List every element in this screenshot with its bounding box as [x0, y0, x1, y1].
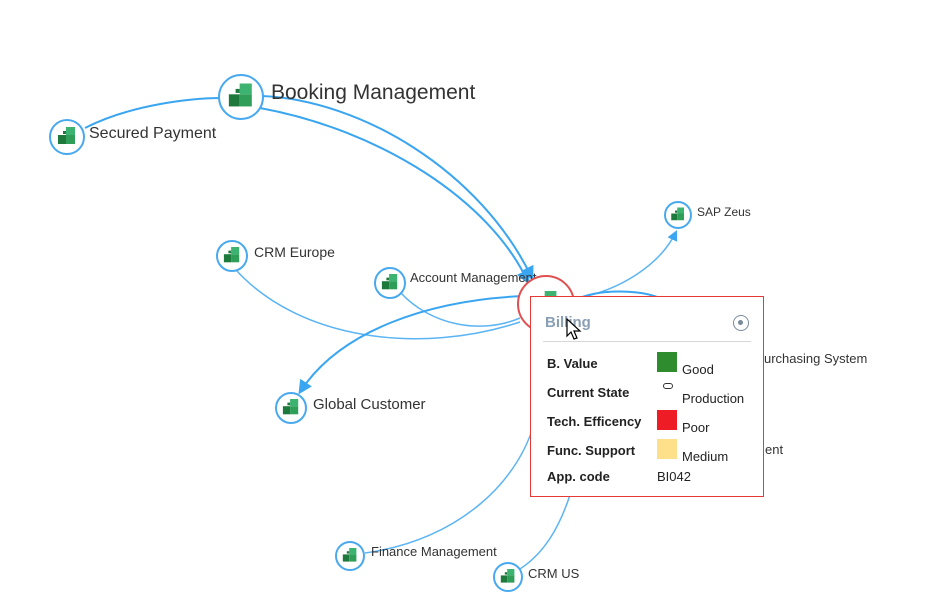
- node-label: Global Customer: [313, 396, 426, 413]
- edge-finance-billing[interactable]: [364, 419, 536, 554]
- field-label: Current State: [547, 385, 630, 400]
- puzzle-icon: [58, 127, 75, 144]
- edge-account-billing[interactable]: [399, 291, 521, 327]
- edge-booking-billing-2[interactable]: [259, 107, 530, 285]
- field-label: Tech. Efficency: [547, 414, 642, 429]
- mouse-cursor-icon: [566, 318, 582, 340]
- node-label: Secured Payment: [89, 125, 217, 142]
- puzzle-icon: [228, 83, 252, 107]
- puzzle-icon: [223, 247, 240, 263]
- node-global-customer[interactable]: Global Customer: [275, 392, 426, 424]
- node-label: Booking Management: [271, 81, 475, 104]
- node-label: Finance Management: [371, 544, 497, 559]
- field-func-support: Func. Support Medium: [547, 439, 757, 464]
- node-label-purchasing-system: urchasing System: [764, 351, 867, 366]
- puzzle-icon: [500, 569, 515, 583]
- state-pill-icon: [663, 383, 673, 389]
- puzzle-icon: [671, 207, 684, 221]
- puzzle-icon: [342, 548, 357, 562]
- field-value: Poor: [682, 420, 710, 435]
- node-label: CRM Europe: [254, 244, 335, 260]
- node-label: CRM US: [528, 566, 580, 581]
- puzzle-icon: [381, 274, 398, 290]
- field-value: Good: [682, 362, 714, 377]
- field-app-code: App. code BI042: [547, 465, 757, 489]
- field-label: B. Value: [547, 356, 598, 371]
- node-account-management[interactable]: Account Management: [374, 267, 537, 299]
- node-crm-europe[interactable]: CRM Europe: [216, 240, 335, 272]
- edge-booking-billing-1[interactable]: [261, 95, 534, 281]
- node-secured-payment[interactable]: Secured Payment: [49, 119, 217, 155]
- node-finance-management[interactable]: Finance Management: [335, 541, 497, 571]
- field-tech-efficiency: Tech. Efficency Poor: [547, 410, 757, 435]
- edge-secured-booking[interactable]: [84, 97, 223, 129]
- field-value: BI042: [657, 469, 691, 484]
- node-booking-management[interactable]: Booking Management: [218, 74, 475, 120]
- node-label: Account Management: [410, 270, 537, 285]
- field-label: Func. Support: [547, 443, 636, 458]
- node-sap-zeus[interactable]: SAP Zeus: [664, 201, 751, 229]
- field-label: App. code: [547, 469, 610, 484]
- field-value: Medium: [682, 449, 729, 464]
- edge-crmus-billing[interactable]: [514, 494, 571, 573]
- status-swatch-poor: [657, 410, 677, 430]
- edge-billing-global[interactable]: [298, 295, 525, 395]
- node-label-ent: ent: [765, 442, 783, 457]
- locate-icon[interactable]: [733, 315, 749, 331]
- puzzle-icon: [282, 399, 299, 415]
- edge-billing-sap[interactable]: [577, 230, 678, 299]
- status-swatch-good: [657, 352, 677, 372]
- status-swatch-medium: [657, 439, 677, 459]
- field-current-state: Current State Production: [547, 381, 757, 406]
- node-crm-us[interactable]: CRM US: [493, 562, 580, 592]
- field-business-value: B. Value Good: [547, 352, 757, 377]
- field-value: Production: [682, 391, 745, 406]
- node-label: SAP Zeus: [697, 205, 751, 219]
